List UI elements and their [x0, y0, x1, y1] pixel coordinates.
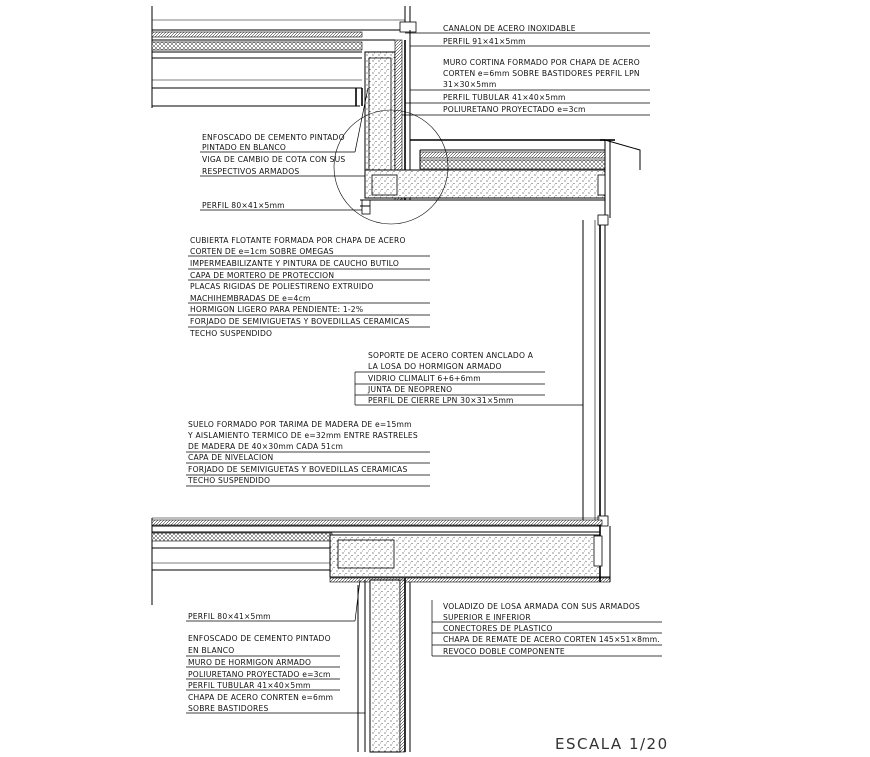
annotation-text: FORJADO DE SEMIVIGUETAS Y BOVEDILLAS CER… — [190, 317, 409, 326]
annotation-text: CAPA DE NIVELACION — [188, 453, 273, 462]
annotation-text: ENFOSCADO DE CEMENTO PINTADO — [202, 133, 345, 142]
annotations-window: SOPORTE DE ACERO CORTEN ANCLADO A LA LOS… — [367, 351, 534, 405]
annotation-text: CANALON DE ACERO INOXIDABLE — [443, 24, 576, 33]
lower-floor-slab — [151, 517, 611, 605]
annotation-text: IMPERMEABILIZANTE Y PINTURA DE CAUCHO BU… — [190, 259, 399, 268]
upper-roof-slab — [151, 6, 417, 108]
annotation-text: CONECTORES DE PLASTICO — [443, 624, 553, 633]
annotation-text: MACHIHEMBRADAS DE e=4cm — [190, 294, 311, 303]
annotation-text: PLACAS RIGIDAS DE POLIESTIRENO EXTRUIDO — [190, 282, 374, 291]
annotation-text: DE MADERA DE 40×30mm CADA 51cm — [188, 442, 343, 451]
annotation-text: FORJADO DE SEMIVIGUETAS Y BOVEDILLAS CER… — [188, 465, 407, 474]
annotations-upper-left: ENFOSCADO DE CEMENTO PINTADO PINTADO EN … — [202, 133, 345, 210]
annotation-text: SOBRE BASTIDORES — [188, 704, 269, 713]
annotation-text: PERFIL DE CIERRE LPN 30×31×5mm — [368, 396, 514, 405]
annotation-text: LA LOSA DO HORMIGON ARMADO — [368, 362, 502, 371]
annotation-text: VIDRIO CLIMALIT 6+6+6mm — [368, 374, 481, 383]
annotation-text: CAPA DE MORTERO DE PROTECCION — [190, 271, 334, 280]
annotation-text: PERFIL TUBULAR 41×40×5mm — [188, 681, 311, 690]
annotation-text: CORTEN DE e=1cm SOBRE OMEGAS — [190, 247, 334, 256]
upper-beam-wall — [333, 30, 641, 225]
annotation-text: PERFIL 91×41×5mm — [443, 37, 526, 46]
annotation-text: SOPORTE DE ACERO CORTEN ANCLADO A — [368, 351, 534, 360]
annotations-roof: CUBIERTA FLOTANTE FORMADA POR CHAPA DE A… — [189, 236, 409, 338]
annotation-text: Y AISLAMIENTO TERMICO DE e=32mm ENTRE RA… — [187, 431, 418, 440]
annotation-text: EN BLANCO — [188, 646, 234, 655]
annotation-text: ENFOSCADO DE CEMENTO PINTADO — [188, 634, 331, 643]
annotation-text: CHAPA DE ACERO CONRTEN e=6mm — [188, 693, 333, 702]
annotation-text: PINTADO EN BLANCO — [202, 143, 286, 152]
annotation-text: REVOCO DOBLE COMPONENTE — [443, 647, 565, 656]
leader-lines — [186, 30, 662, 714]
scale-label: ESCALA 1/20 — [555, 735, 669, 753]
annotation-text: JUNTA DE NEOPRENO — [367, 385, 452, 394]
annotation-text: VOLADIZO DE LOSA ARMADA CON SUS ARMADOS — [443, 602, 640, 611]
curtain-window — [582, 214, 609, 527]
annotations-top-right: CANALON DE ACERO INOXIDABLE PERFIL 91×41… — [443, 24, 640, 114]
annotation-text: CORTEN e=6mm SOBRE BASTIDORES PERFIL LPN — [443, 69, 640, 78]
annotation-text: POLIURETANO PROYECTADO e=3cm — [188, 670, 331, 679]
annotation-text: HORMIGON LIGERO PARA PENDIENTE: 1-2% — [190, 305, 363, 314]
annotation-text: PERFIL 80×41×5mm — [188, 612, 271, 621]
annotation-text: 31×30×5mm — [443, 80, 496, 89]
annotation-text: TECHO SUSPENDIDO — [189, 329, 272, 338]
annotations-floor: SUELO FORMADO POR TARIMA DE MADERA DE e=… — [187, 420, 418, 485]
annotation-text: SUPERIOR E INFERIOR — [443, 613, 531, 622]
annotations-lower-right: VOLADIZO DE LOSA ARMADA CON SUS ARMADOS … — [443, 602, 660, 656]
annotation-text: POLIURETANO PROYECTADO e=3cm — [443, 105, 586, 114]
annotation-text: PERFIL TUBULAR 41×40×5mm — [443, 93, 566, 102]
annotation-text: MURO CORTINA FORMADO POR CHAPA DE ACERO — [443, 58, 640, 67]
annotation-text: VIGA DE CAMBIO DE COTA CON SUS — [202, 155, 345, 164]
annotation-text: TECHO SUSPENDIDO — [187, 476, 270, 485]
annotation-text: RESPECTIVOS ARMADOS — [202, 167, 299, 176]
annotation-text: PERFIL 80×41×5mm — [202, 201, 285, 210]
annotation-text: SUELO FORMADO POR TARIMA DE MADERA DE e=… — [188, 420, 412, 429]
annotations-lower-left: PERFIL 80×41×5mm ENFOSCADO DE CEMENTO PI… — [188, 612, 333, 713]
annotation-text: MURO DE HORMIGON ARMADO — [188, 658, 311, 667]
annotation-text: CUBIERTA FLOTANTE FORMADA POR CHAPA DE A… — [190, 236, 406, 245]
lower-concrete-wall — [357, 578, 411, 753]
annotation-text: CHAPA DE REMATE DE ACERO CORTEN 145×51×8… — [443, 635, 660, 644]
